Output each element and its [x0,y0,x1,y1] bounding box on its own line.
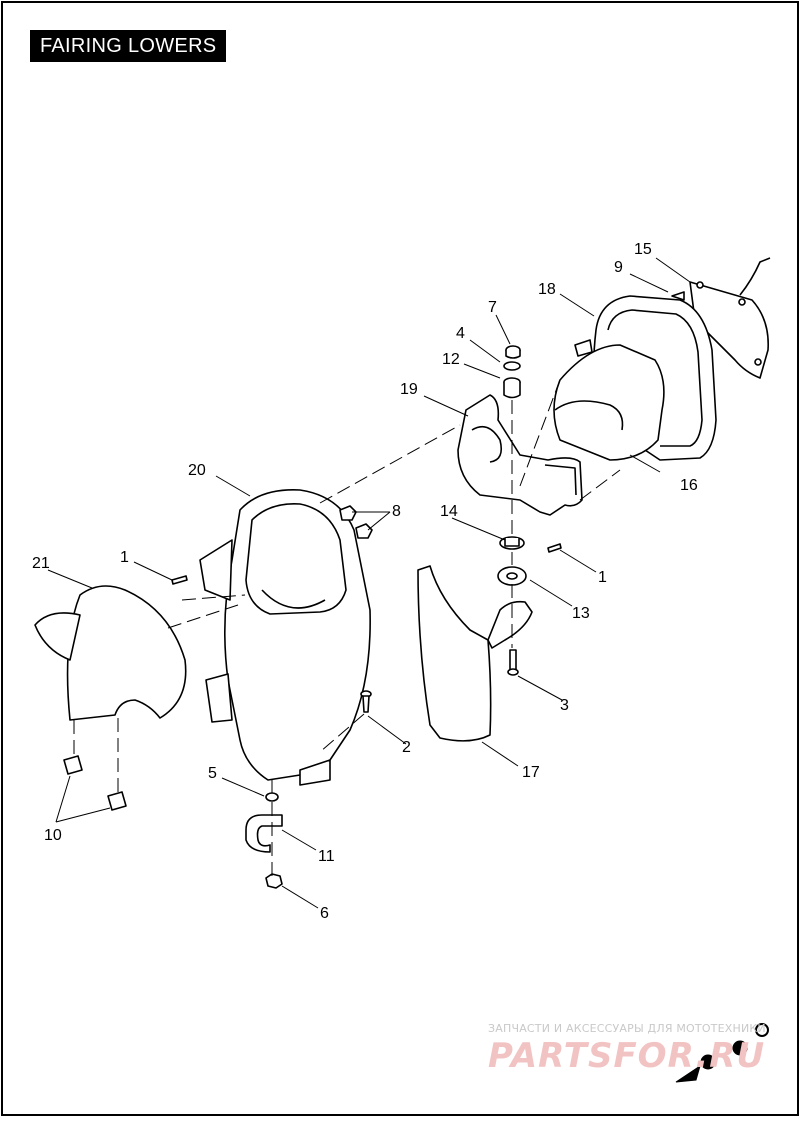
part-10-clips [63,755,127,811]
callout-13: 13 [572,605,590,622]
callout-1-left: 1 [120,549,129,566]
callout-labels: 15 9 18 7 4 12 19 16 20 8 14 1 1 21 13 3… [32,241,698,922]
callout-8: 8 [392,503,401,520]
callout-16: 16 [680,477,698,494]
callout-9: 9 [614,259,623,276]
callout-7: 7 [488,299,497,316]
part-5-washer [265,792,279,802]
part-11-clamp [245,814,283,853]
part-1-screws [171,543,562,585]
part-20-fairing-lower [199,489,371,786]
part-2-screw [360,690,372,713]
part-12-spacer [503,377,521,399]
part-6-nut [265,873,283,889]
page-title: FAIRING LOWERS [30,30,227,62]
callout-11: 11 [318,848,335,865]
callout-15: 15 [634,241,652,258]
callout-14: 14 [440,503,458,520]
callout-17: 17 [522,764,540,781]
part-8-nuts [339,505,373,539]
callout-19: 19 [400,381,418,398]
callout-10: 10 [44,827,62,844]
watermark-logo-mark [675,1023,769,1083]
watermark-logo: PARTSFOR.RU [488,1036,766,1076]
part-19-inner-bracket [457,394,583,516]
part-4-washer [503,361,521,371]
assembly-lines [73,379,621,876]
part-3-bolt [507,649,519,676]
watermark-tagline: ЗАПЧАСТИ И АКСЕССУАРЫ ДЛЯ МОТОТЕХНИКИ [488,1022,766,1035]
callout-21: 21 [32,555,50,572]
callout-3: 3 [560,697,569,714]
part-14-nut [499,536,525,550]
part-16-glovebox-door [553,344,665,461]
part-17-side-cover [417,565,533,742]
part-7-nut [505,345,521,359]
leader-lines [47,257,691,909]
callout-1-right: 1 [598,569,607,586]
part-21-cap [34,585,187,721]
callout-12: 12 [442,351,460,368]
callout-20: 20 [188,462,206,479]
part-9-screw [671,291,685,301]
part-13-washer [497,566,527,586]
callout-2: 2 [402,739,411,756]
callout-4: 4 [456,325,465,342]
callout-5: 5 [208,765,217,782]
callout-18: 18 [538,281,556,298]
callout-6: 6 [320,905,329,922]
